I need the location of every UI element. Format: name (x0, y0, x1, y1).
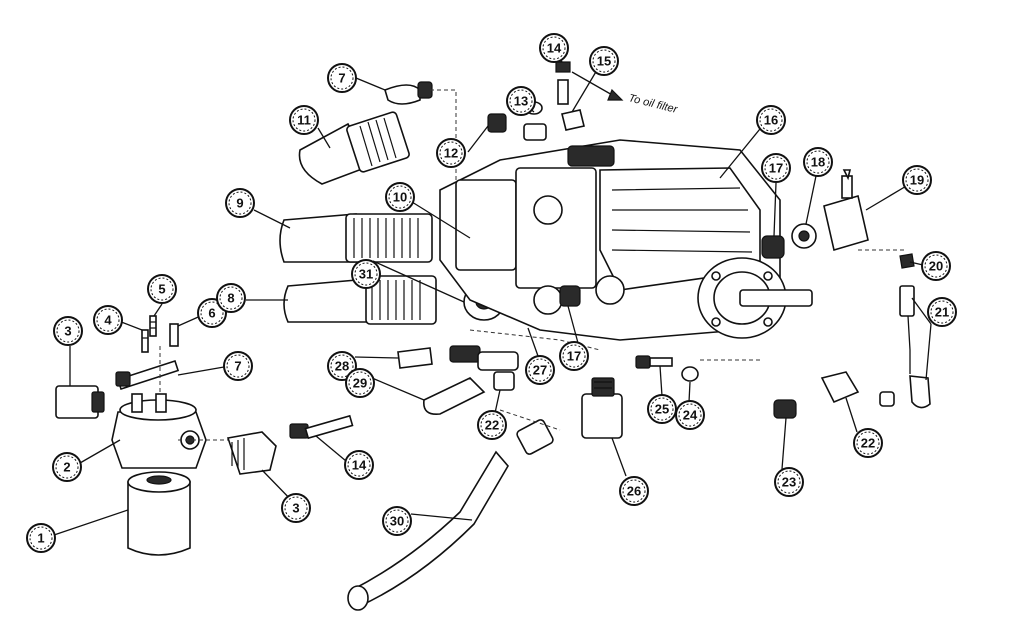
oil-filter-arrow (571, 71, 624, 101)
callout-16: 16 (756, 105, 786, 135)
callout-22: 22 (853, 428, 883, 458)
callout-number: 7 (234, 359, 241, 374)
callout-10: 10 (385, 182, 415, 212)
callout-number: 11 (297, 113, 311, 128)
top-hose (298, 111, 410, 185)
callout-number: 26 (627, 484, 641, 499)
callout-5: 5 (147, 274, 177, 304)
callout-number: 22 (861, 436, 875, 451)
elbow-block-left (55, 385, 105, 419)
small-washers (635, 355, 699, 382)
callout-27: 27 (525, 355, 555, 385)
callout-2: 2 (52, 452, 82, 482)
callout-21: 21 (927, 297, 957, 327)
oil-filter-note: To oil filter (627, 92, 679, 116)
callout-number: 30 (390, 514, 404, 529)
callout-29: 29 (345, 368, 375, 398)
bolt-lower (289, 414, 354, 440)
pump-body (439, 139, 813, 341)
callout-11: 11 (289, 105, 319, 135)
callout-number: 13 (514, 94, 528, 109)
callout-7: 7 (223, 351, 253, 381)
callout-14: 14 (539, 33, 569, 63)
callout-13: 13 (506, 86, 536, 116)
callout-19: 19 (902, 165, 932, 195)
callout-31: 31 (351, 259, 381, 289)
callout-23: 23 (774, 467, 804, 497)
filter-hose-lower (283, 275, 437, 325)
callout-26: 26 (619, 476, 649, 506)
callout-number: 22 (485, 418, 499, 433)
callout-25: 25 (647, 394, 677, 424)
callout-number: 17 (769, 161, 783, 176)
callout-number: 7 (338, 71, 345, 86)
callout-number: 10 (393, 190, 407, 205)
right-fittings (773, 371, 895, 419)
callout-24: 24 (675, 400, 705, 430)
middle-fittings (397, 345, 519, 416)
callout-7: 7 (327, 63, 357, 93)
callout-3: 3 (281, 493, 311, 523)
elbow-fitting-lower (226, 431, 277, 475)
callout-number: 31 (359, 267, 373, 282)
callout-number: 3 (64, 324, 71, 339)
callout-14: 14 (344, 450, 374, 480)
suction-hose (347, 419, 554, 611)
filter-hose-upper (279, 213, 433, 263)
callout-number: 25 (655, 402, 669, 417)
callout-number: 2 (63, 460, 70, 475)
side-fittings (559, 223, 817, 307)
callout-9: 9 (225, 188, 255, 218)
callout-number: 16 (764, 113, 778, 128)
callout-1: 1 (26, 523, 56, 553)
tube-assembly (899, 253, 931, 409)
callout-number: 27 (533, 363, 547, 378)
callout-12: 12 (436, 138, 466, 168)
sensor-switch (823, 169, 869, 252)
parts-artwork (55, 61, 931, 611)
callout-20: 20 (921, 251, 951, 281)
callout-number: 14 (547, 41, 562, 56)
callout-number: 3 (292, 501, 299, 516)
callout-3: 3 (53, 316, 83, 346)
callout-number: 6 (208, 306, 215, 321)
callout-number: 1 (37, 531, 44, 546)
bolt-left (115, 359, 180, 391)
callout-number: 19 (910, 173, 924, 188)
callout-number: 12 (444, 146, 458, 161)
callout-15: 15 (589, 46, 619, 76)
callout-number: 17 (567, 349, 581, 364)
callout-22: 22 (477, 410, 507, 440)
callout-leaders (53, 48, 932, 536)
small-pins (141, 315, 179, 353)
callout-30: 30 (382, 506, 412, 536)
callout-number: 24 (683, 408, 698, 423)
adapter-fitting (581, 377, 623, 439)
callout-number: 29 (353, 376, 367, 391)
callout-8: 8 (216, 283, 246, 313)
callout-number: 5 (158, 282, 165, 297)
plug-top (384, 81, 433, 105)
callout-18: 18 (803, 147, 833, 177)
callout-number: 18 (811, 155, 825, 170)
oil-filter-canister (127, 471, 191, 556)
callout-number: 20 (929, 259, 943, 274)
callout-number: 15 (597, 54, 611, 69)
callout-number: 8 (227, 291, 234, 306)
callout-number: 21 (935, 305, 949, 320)
callout-number: 23 (782, 475, 796, 490)
filter-head (111, 393, 207, 469)
callout-17: 17 (761, 153, 791, 183)
callout-17: 17 (559, 341, 589, 371)
callout-4: 4 (93, 305, 123, 335)
callout-number: 4 (104, 313, 112, 328)
callout-number: 9 (236, 196, 243, 211)
callout-number: 14 (352, 458, 367, 473)
callout-number: 28 (335, 359, 349, 374)
